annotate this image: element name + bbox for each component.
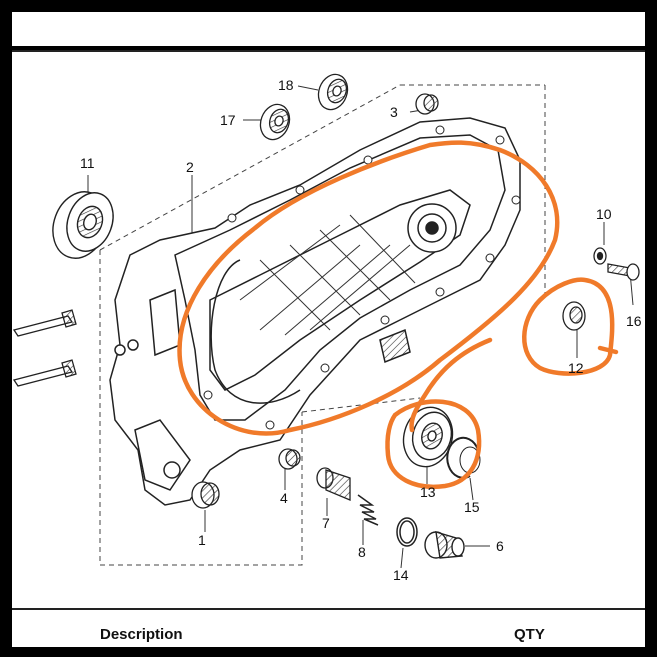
callout-4: 4: [280, 490, 288, 506]
highlight-markings: [177, 140, 619, 489]
callout-13: 13: [420, 484, 436, 500]
callout-2: 2: [186, 159, 194, 175]
spring-part-8: [357, 494, 379, 526]
bearing-part-18: [317, 73, 349, 111]
oring-part-14: [396, 517, 418, 547]
assembly-outline: [99, 84, 546, 566]
dowel-part-4: [278, 448, 301, 470]
callout-8: 8: [358, 544, 366, 560]
highlight-part-12-loop: [522, 277, 615, 376]
bearing-part-13: [402, 406, 454, 468]
description-column-header: Description: [100, 626, 183, 643]
crankcase-housing: [109, 117, 521, 506]
callout-15: 15: [464, 499, 480, 515]
seal-part-12: [562, 301, 586, 331]
highlight-crankcase-outline: [177, 140, 560, 436]
callout-16: 16: [626, 313, 642, 329]
screen-part-7: [316, 467, 351, 501]
bushing-part-3: [415, 93, 439, 115]
housing-ribs: [239, 214, 416, 336]
housing-bolt-holes: [203, 125, 521, 430]
highlight-part-13-loop: [385, 399, 482, 489]
callout-14: 14: [393, 567, 409, 583]
callout-17: 17: [220, 112, 236, 128]
parts-table-header: Description QTY: [12, 608, 645, 647]
highlight-part-12-tick: [597, 345, 619, 355]
top-band: [12, 12, 645, 46]
bearing-part-11: [52, 191, 114, 259]
bushing-part-1: [191, 481, 220, 509]
callout-12: 12: [568, 360, 584, 376]
plug-part-6: [424, 531, 465, 559]
qty-column-header: QTY: [514, 626, 545, 643]
highlight-crossing-stroke: [409, 337, 493, 433]
callout-labels: 11 2 3 17 18 10 16 12 13 15 4 1 7 8 14 6: [80, 77, 642, 583]
callout-11: 11: [80, 155, 95, 171]
washer-part-10: [593, 247, 607, 265]
bearing-part-17: [259, 103, 291, 141]
callout-1: 1: [198, 532, 206, 548]
bolt-part-16: [607, 263, 640, 281]
callout-18: 18: [278, 77, 294, 93]
callout-7: 7: [322, 515, 330, 531]
callout-10: 10: [596, 206, 612, 222]
stud-bolts: [12, 309, 77, 387]
callout-3: 3: [390, 104, 398, 120]
callout-6: 6: [496, 538, 504, 554]
